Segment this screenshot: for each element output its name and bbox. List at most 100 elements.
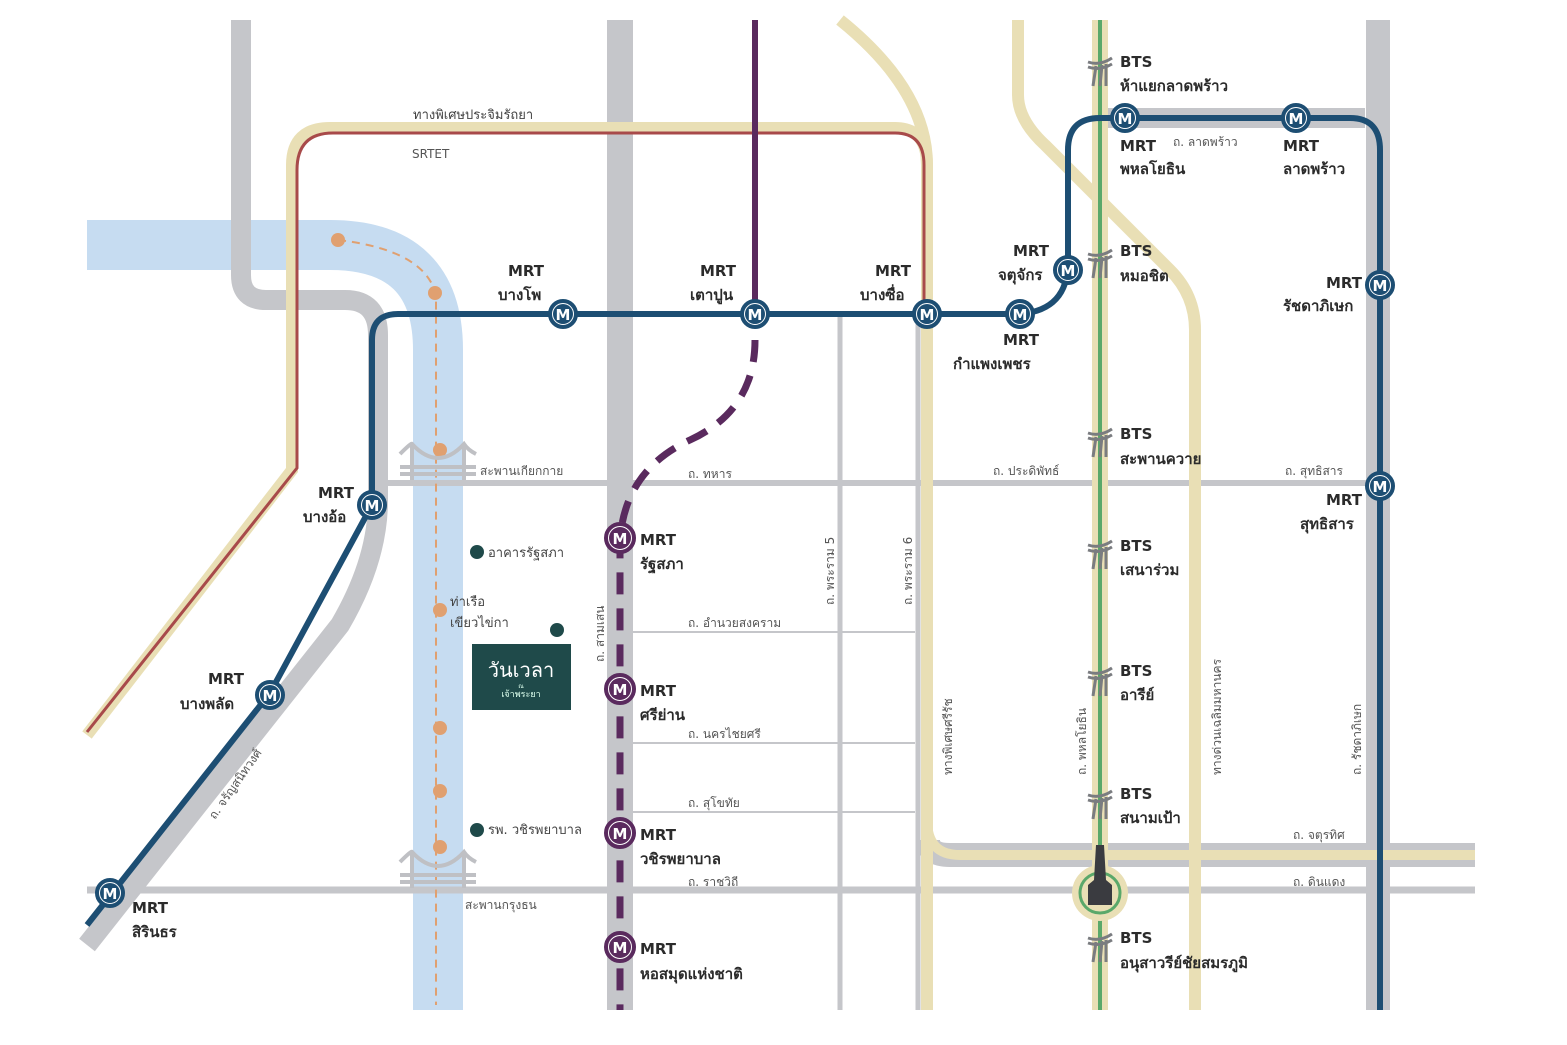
ferry-piers — [331, 233, 447, 854]
svg-text:MRT: MRT — [640, 940, 677, 958]
road-label: ถ. ลาดพร้าว — [1173, 135, 1238, 149]
mrt-station-marker[interactable] — [357, 490, 387, 520]
station-name: วชิรพยาบาล — [640, 850, 721, 868]
svg-text:เจ้าพระยา: เจ้าพระยา — [501, 689, 540, 700]
road-label: ถ. นครไชยศรี — [688, 727, 761, 741]
svg-text:MRT: MRT — [640, 682, 677, 700]
mrt-station-marker[interactable] — [1005, 299, 1035, 329]
road-label: ถ. สุทธิสาร — [1285, 464, 1344, 479]
station-name: บางอ้อ — [303, 508, 346, 526]
station-name: สุทธิสาร — [1300, 515, 1355, 534]
road-label: ถ. ทหาร — [688, 467, 732, 481]
station-name: รัชดาภิเษก — [1283, 297, 1353, 315]
station-name: บางซื่อ — [860, 284, 904, 304]
svg-text:MRT: MRT — [640, 826, 677, 844]
station-name: ห้าแยกลาดพร้าว — [1120, 77, 1228, 95]
expressway-label: ทางพิเศษศรีรัช — [941, 698, 955, 775]
landmark-dot — [470, 545, 484, 559]
svg-text:BTS: BTS — [1120, 537, 1152, 555]
svg-text:MRT: MRT — [508, 262, 545, 280]
station-name: บางพลัด — [180, 695, 234, 713]
bts-station-icon[interactable] — [1086, 56, 1114, 88]
landmark-dot — [470, 823, 484, 837]
road-label: ถ. พระราม 6 — [901, 537, 915, 605]
mrt-station-marker[interactable] — [1281, 103, 1311, 133]
svg-text:MRT: MRT — [1013, 242, 1050, 260]
bts-station-icon[interactable] — [1086, 539, 1114, 571]
svg-text:BTS: BTS — [1120, 929, 1152, 947]
project-logo[interactable]: วันเวลา ณ เจ้าพระยา — [472, 644, 571, 710]
mrt-station-marker[interactable] — [604, 817, 636, 849]
mrt-station-marker[interactable] — [95, 878, 125, 908]
bts-station-icon[interactable] — [1086, 932, 1114, 964]
svg-text:MRT: MRT — [1003, 331, 1040, 349]
mrt-station-marker[interactable] — [255, 680, 285, 710]
expressway-label: ทางด่วนเฉลิมมหานคร — [1210, 658, 1224, 775]
svg-text:MRT: MRT — [875, 262, 912, 280]
station-name: สนามเป้า — [1120, 809, 1181, 827]
srtet-line — [85, 131, 926, 733]
mrt-station-marker[interactable] — [604, 931, 636, 963]
mrt-station-marker[interactable] — [1110, 103, 1140, 133]
expressway-label: ทางพิเศษประจิมรัถยา — [413, 108, 533, 123]
mrt-purple-extension — [616, 339, 759, 1010]
landmark-hospital: รพ. วชิรพยาบาล — [488, 823, 582, 838]
mrt-station-marker[interactable] — [1365, 471, 1395, 501]
victory-monument-icon — [1072, 845, 1128, 921]
station-name: เสนาร่วม — [1120, 561, 1179, 579]
road-label: ถ. จตุรทิศ — [1293, 828, 1345, 843]
station-name: หอสมุดแห่งชาติ — [640, 965, 743, 984]
road-label: ถ. สามเสน — [593, 606, 607, 663]
svg-text:MRT: MRT — [208, 670, 245, 688]
mrt-station-marker[interactable] — [1053, 255, 1083, 285]
road-label: ถ. พหลโยธิน — [1075, 708, 1089, 775]
landmark-pier: ท่าเรือ — [450, 594, 485, 610]
station-name: พหลโยธิน — [1120, 159, 1186, 178]
station-name: สะพานควาย — [1120, 450, 1201, 468]
svg-text:BTS: BTS — [1120, 785, 1152, 803]
road-label: ถ. สุโขทัย — [688, 796, 740, 811]
svg-text:MRT: MRT — [318, 484, 355, 502]
station-name: สิรินธร — [132, 923, 178, 941]
bridge-label: สะพานกรุงธน — [465, 898, 537, 913]
station-name: รัฐสภา — [640, 555, 684, 574]
road-label: ถ. ดินแดง — [1293, 875, 1345, 889]
svg-text:BTS: BTS — [1120, 662, 1152, 680]
mrt-station-marker[interactable] — [1365, 270, 1395, 300]
road-label: ถ. อำนวยสงคราม — [688, 616, 781, 630]
station-name: บางโพ — [498, 285, 541, 304]
svg-text:MRT: MRT — [640, 531, 677, 549]
svg-text:ณ: ณ — [518, 683, 524, 690]
road-label: ถ. ประดิพัทธ์ — [993, 464, 1059, 478]
mrt-station-marker[interactable] — [912, 299, 942, 329]
svg-text:MRT: MRT — [132, 899, 169, 917]
mrt-station-marker[interactable] — [604, 673, 636, 705]
bridge-label: สะพานเกียกกาย — [480, 464, 563, 478]
bts-station-icon[interactable] — [1086, 248, 1114, 280]
bts-station-icon[interactable] — [1086, 427, 1114, 459]
svg-text:MRT: MRT — [1283, 137, 1320, 155]
svg-text:MRT: MRT — [1120, 137, 1157, 155]
svg-text:MRT: MRT — [700, 262, 737, 280]
station-name: กำแพงเพชร — [953, 355, 1032, 373]
bts-station-icon[interactable] — [1086, 789, 1114, 821]
station-name: จตุจักร — [998, 266, 1043, 285]
svg-text:BTS: BTS — [1120, 425, 1152, 443]
project-location-dot[interactable] — [550, 623, 564, 637]
svg-text:BTS: BTS — [1120, 242, 1152, 260]
svg-text:BTS: BTS — [1120, 53, 1152, 71]
svg-text:วันเวลา: วันเวลา — [488, 658, 554, 682]
mrt-station-marker[interactable] — [740, 299, 770, 329]
bts-station-icon[interactable] — [1086, 666, 1114, 698]
mrt-station-marker[interactable] — [548, 299, 578, 329]
mrt-station-marker[interactable] — [604, 522, 636, 554]
station-name: อารีย์ — [1120, 686, 1154, 704]
road-label: ถ. ราชวิถี — [688, 875, 738, 889]
road-label: ถ. รัชดาภิเษก — [1350, 704, 1364, 775]
station-name: อนุสาวรีย์ชัยสมรภูมิ — [1120, 954, 1248, 973]
srtet-label: SRTET — [412, 147, 450, 161]
svg-text:MRT: MRT — [1326, 274, 1363, 292]
